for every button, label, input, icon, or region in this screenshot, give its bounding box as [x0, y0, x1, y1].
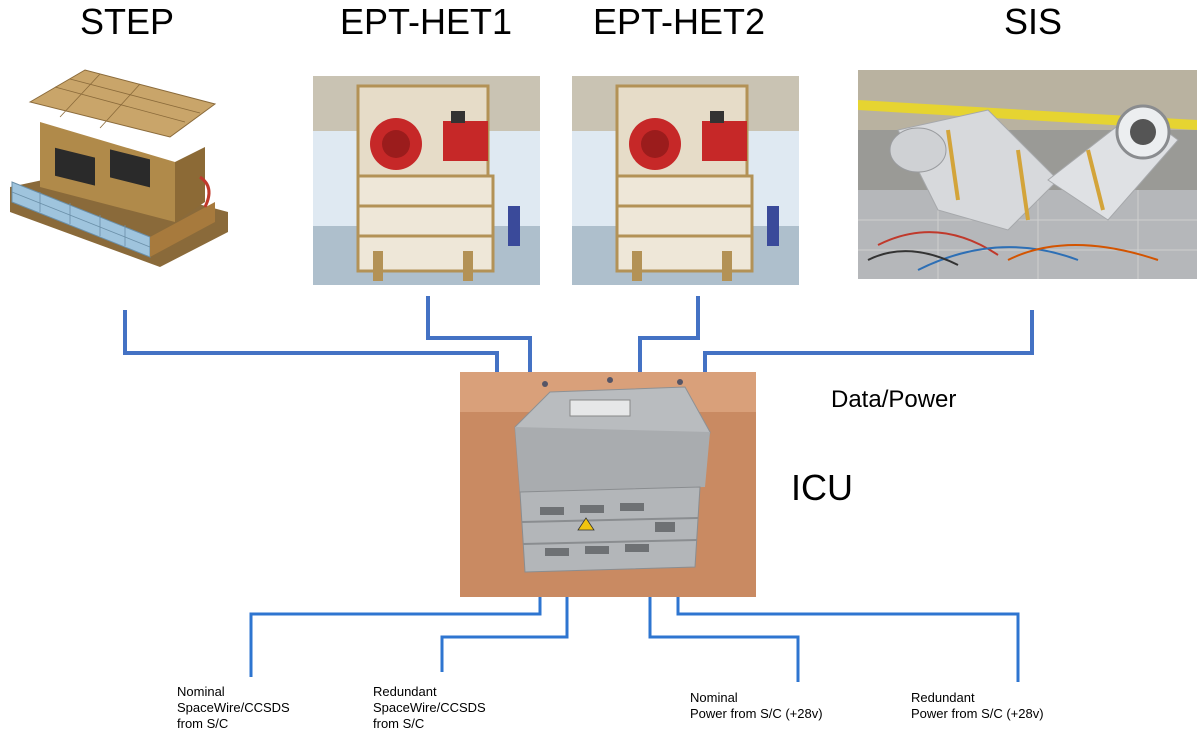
nominal-spacewire-label: Nominal SpaceWire/CCSDS from S/C — [177, 684, 290, 731]
nominal-power-line — [648, 597, 800, 682]
data-power-label: Data/Power — [831, 386, 957, 413]
ept-het2-title: EPT-HET2 — [593, 1, 766, 42]
ept-het1-title: EPT-HET1 — [340, 1, 513, 42]
nominal-spacewire-line — [249, 597, 542, 677]
icu-label: ICU — [791, 467, 853, 508]
redundant-spacewire-line — [440, 597, 569, 672]
step-title: STEP — [80, 1, 175, 42]
sis-icu-line — [703, 310, 1034, 372]
redundant-power-label: Redundant Power from S/C (+28v) — [911, 690, 1044, 721]
het2-icu-line — [638, 296, 700, 372]
sc-interface-lines — [249, 597, 1020, 682]
ept-het1-photo — [313, 76, 540, 285]
redundant-power-line — [676, 597, 1020, 682]
sis-title: SIS — [1004, 1, 1063, 42]
step-icu-line — [123, 310, 499, 372]
icu-photo — [460, 372, 756, 597]
sis-photo — [858, 70, 1197, 279]
nominal-power-label: Nominal Power from S/C (+28v) — [690, 690, 823, 721]
step-photo — [0, 62, 230, 277]
het1-icu-line — [426, 296, 532, 372]
data-power-lines — [123, 296, 1034, 372]
redundant-spacewire-label: Redundant SpaceWire/CCSDS from S/C — [373, 684, 486, 731]
ept-het2-photo — [572, 76, 799, 285]
